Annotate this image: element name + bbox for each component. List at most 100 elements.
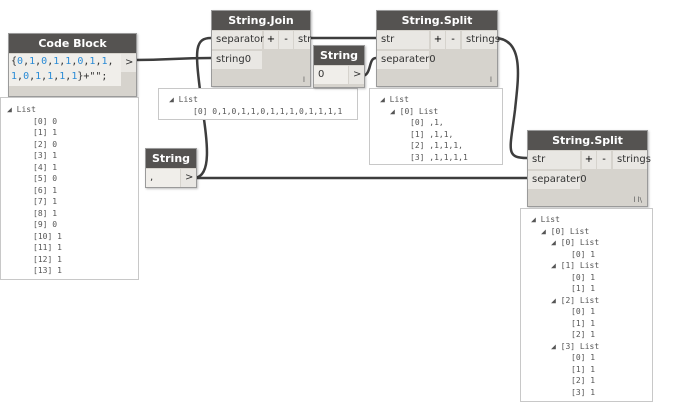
watch-item: [0] 1	[531, 352, 652, 364]
watch-item: [1] 1	[531, 364, 652, 376]
code-token: 0	[23, 71, 30, 82]
code-token: 0	[77, 56, 84, 67]
watch-item: [1] ,1,1,	[380, 129, 502, 141]
output-port[interactable]: >	[181, 169, 196, 187]
string-value-input[interactable]: 0	[314, 66, 348, 84]
watch-text: [1] 1	[571, 364, 596, 374]
watch-text: [0] 1	[571, 353, 596, 362]
lacing-indicator: l	[303, 76, 305, 84]
input-port-separater0[interactable]: separater0	[528, 171, 587, 189]
string-node-comma[interactable]: String , >	[145, 148, 197, 188]
string-split-node-2[interactable]: String.Split str separater0 + - strings …	[527, 130, 651, 207]
watch-item: [1] 1	[531, 318, 652, 330]
collapse-arrow-icon[interactable]: ◢	[390, 106, 400, 116]
add-input-button[interactable]: +	[264, 31, 278, 49]
code-block-node[interactable]: Code Block {0,1,0,1,1,0,1,1, 1,0,1,1,1,1…	[8, 33, 137, 97]
code-token: {	[11, 56, 18, 67]
watch-text: [3] List	[560, 341, 600, 351]
watch-list-header: ◢ [0] List	[531, 226, 652, 238]
node-title: String	[146, 149, 196, 168]
watch-text: [0] List	[399, 106, 439, 116]
code-editor[interactable]: {0,1,0,1,1,0,1,1, 1,0,1,1,1,1}+"";	[9, 54, 121, 86]
code-token: 0	[17, 56, 24, 67]
watch-item: [6] 1	[33, 185, 58, 195]
input-port-str[interactable]: str	[377, 31, 429, 49]
code-token: 1	[53, 56, 60, 67]
watch-item: [7] 1	[33, 197, 58, 206]
watch-item: [9] 0	[33, 220, 58, 229]
code-token: 1	[47, 71, 54, 82]
watch-item: [8] 1	[33, 208, 58, 218]
code-token: ,	[71, 56, 78, 67]
output-port-strings[interactable]: strings	[462, 31, 500, 49]
collapse-arrow-icon[interactable]: ◢	[551, 341, 561, 351]
watch-text: [3] 1	[571, 387, 596, 397]
watch-text: [0] 1	[571, 249, 596, 259]
string-node-zero[interactable]: String 0 >	[313, 45, 365, 88]
watch-list-header: ◢ [1] List	[531, 260, 652, 272]
collapse-arrow-icon[interactable]: ◢	[531, 215, 541, 224]
code-token: ,	[29, 71, 36, 82]
watch-header: ◢ List	[169, 95, 198, 104]
remove-input-button[interactable]: -	[279, 31, 293, 49]
watch-text: [0] List	[560, 238, 600, 247]
code-token: 1	[29, 56, 36, 67]
string-join-node[interactable]: String.Join separator string0 + - str l	[211, 10, 311, 87]
watch-text: [2] 1	[571, 330, 596, 339]
code-token: 1	[65, 56, 72, 67]
collapse-arrow-icon[interactable]: ◢	[551, 238, 561, 247]
watch-item: [10] 1	[33, 231, 62, 241]
code-token: ,	[59, 56, 66, 67]
watch-text: [2] List	[560, 295, 600, 305]
watch-list-header: ◢ List	[531, 214, 652, 226]
input-port-string0[interactable]: string0	[212, 51, 262, 69]
code-token: 1	[11, 71, 18, 82]
watch-item: [1] 1	[531, 283, 652, 295]
add-input-button[interactable]: +	[582, 151, 596, 169]
watch-item: [0] 1	[531, 306, 652, 318]
code-token: ,	[65, 71, 72, 82]
watch-text: [1] ,1,1,	[410, 129, 454, 139]
collapse-arrow-icon[interactable]: ◢	[380, 95, 390, 104]
watch-item: [2] ,1,1,1,	[380, 140, 502, 152]
node-title: String.Split	[377, 11, 497, 30]
code-token: 1	[71, 71, 78, 82]
code-token: ,	[47, 56, 54, 67]
collapse-arrow-icon[interactable]: ◢	[551, 261, 561, 270]
output-port[interactable]: >	[121, 54, 136, 72]
watch-list-header: ◢ [0] List	[380, 106, 502, 118]
string-value-input[interactable]: ,	[146, 169, 180, 187]
watch-list-header: ◢ [2] List	[531, 295, 652, 307]
collapse-arrow-icon[interactable]: ◢	[541, 226, 551, 236]
input-port-str[interactable]: str	[528, 151, 580, 169]
collapse-arrow-icon[interactable]: ◢	[551, 295, 561, 305]
node-title: String.Join	[212, 11, 310, 30]
string-split-watch-1: ◢ List◢ [0] List[0] ,1,[1] ,1,1,[2] ,1,1…	[369, 88, 503, 165]
watch-item: [2] 0	[33, 139, 58, 149]
watch-item: [1] 1	[33, 128, 58, 137]
wire-split1-to-split2	[495, 36, 528, 160]
input-port-separator[interactable]: separator	[212, 31, 264, 49]
watch-text: List	[389, 95, 409, 104]
watch-text: [0] 1	[571, 272, 596, 282]
watch-text: [1] 1	[571, 318, 596, 328]
add-input-button[interactable]: +	[431, 31, 445, 49]
watch-text: [3] ,1,1,1,1	[410, 152, 468, 162]
watch-item: [2] 1	[531, 375, 652, 387]
watch-list-header: ◢ List	[380, 94, 502, 106]
output-port-strings[interactable]: strings	[613, 151, 651, 169]
watch-list-header: ◢ [0] List	[531, 237, 652, 249]
code-token: ,	[83, 56, 90, 67]
watch-text: List	[540, 215, 560, 224]
code-token: ,	[41, 71, 48, 82]
string-split-node-1[interactable]: String.Split str separater0 + - strings …	[376, 10, 500, 87]
remove-input-button[interactable]: -	[597, 151, 611, 169]
output-port-str[interactable]: str	[294, 31, 311, 49]
input-port-separater0[interactable]: separater0	[377, 51, 436, 69]
remove-input-button[interactable]: -	[446, 31, 460, 49]
watch-item: [0] ,1,	[380, 117, 502, 129]
output-port[interactable]: >	[349, 66, 364, 84]
code-token: 1	[35, 71, 42, 82]
string-split-watch-2: ◢ List◢ [0] List◢ [0] List[0] 1◢ [1] Lis…	[520, 208, 653, 402]
watch-header: ◢ List	[7, 105, 36, 114]
